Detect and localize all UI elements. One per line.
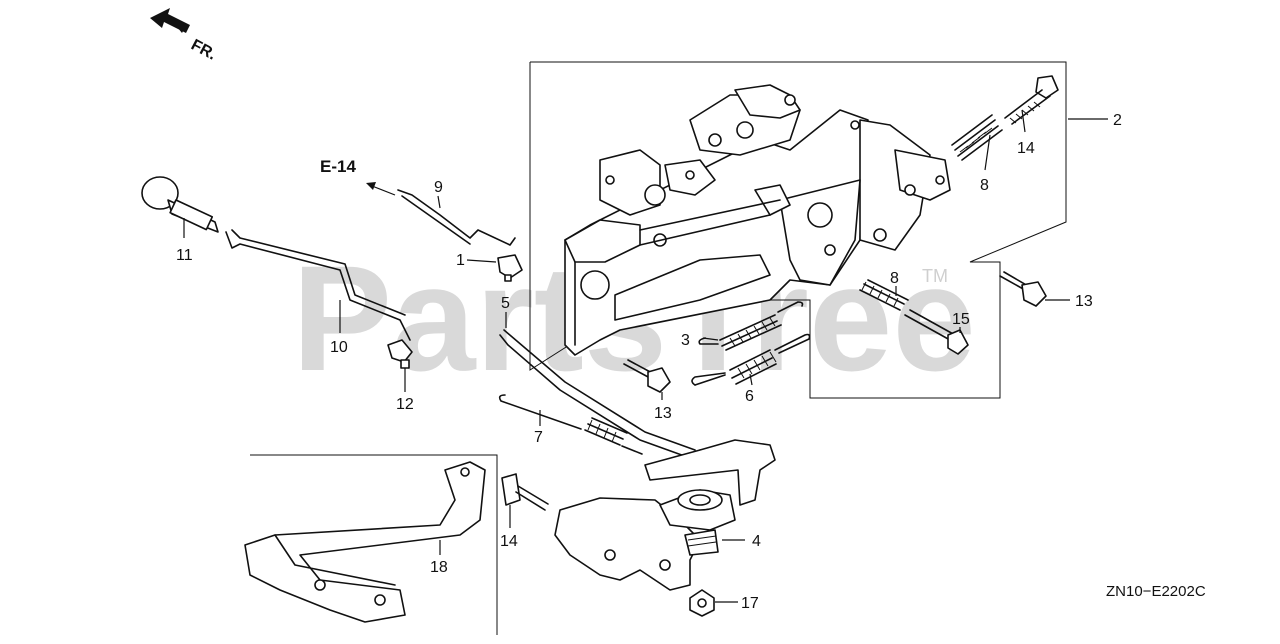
callout-7: 7	[534, 429, 543, 446]
bolt-13-right	[999, 271, 1047, 307]
callout-17: 17	[741, 595, 759, 612]
callout-1: 1	[456, 252, 465, 269]
diagram-code: ZN10−E2202C	[1106, 583, 1206, 600]
bolt-16	[1004, 75, 1059, 125]
bolt-14	[501, 473, 549, 511]
control-lever-assembly	[554, 439, 776, 617]
bolt-13-left	[623, 359, 671, 393]
callout-3: 3	[681, 332, 690, 349]
control-base-bracket	[564, 84, 951, 356]
choke-knob-11	[141, 176, 219, 233]
reference-arrow-icon	[366, 182, 396, 196]
callout-14: 14	[500, 533, 518, 550]
callout-15: 15	[952, 311, 970, 328]
spring-6	[691, 333, 811, 386]
rod-10-edge	[231, 229, 406, 316]
callout-8-lower: 8	[890, 270, 899, 287]
callout-leaders	[183, 109, 1108, 603]
callout-12: 12	[396, 396, 414, 413]
callout-10: 10	[330, 339, 348, 356]
callout-5: 5	[501, 295, 510, 312]
callout-9: 9	[434, 179, 443, 196]
callout-4: 4	[752, 533, 761, 550]
reference-label: E-14	[320, 157, 356, 176]
spring-8-upper	[951, 114, 1003, 161]
rod-10	[225, 231, 411, 341]
clip-1	[497, 254, 523, 282]
callout-8-upper: 8	[980, 177, 989, 194]
callout-6: 6	[745, 388, 754, 405]
callout-11: 11	[176, 247, 193, 264]
direction-label: FR.	[188, 37, 219, 64]
callout-16: 14	[1017, 140, 1035, 157]
rod-5-edge	[503, 329, 696, 451]
bracket-18	[244, 461, 486, 623]
callout-13-right: 13	[1075, 293, 1093, 310]
callout-18: 18	[430, 559, 448, 576]
rod-9-edge	[401, 195, 471, 245]
spring-7	[498, 394, 643, 455]
spring-8-lower	[859, 279, 909, 311]
rod-9	[397, 189, 516, 246]
callout-2: 2	[1113, 112, 1122, 129]
bolt-15	[904, 309, 969, 355]
watermark-tm: TM	[922, 266, 948, 286]
bracket-18-outline	[250, 454, 498, 635]
front-direction-arrow-icon	[150, 8, 190, 33]
callout-13-left: 13	[654, 405, 672, 422]
